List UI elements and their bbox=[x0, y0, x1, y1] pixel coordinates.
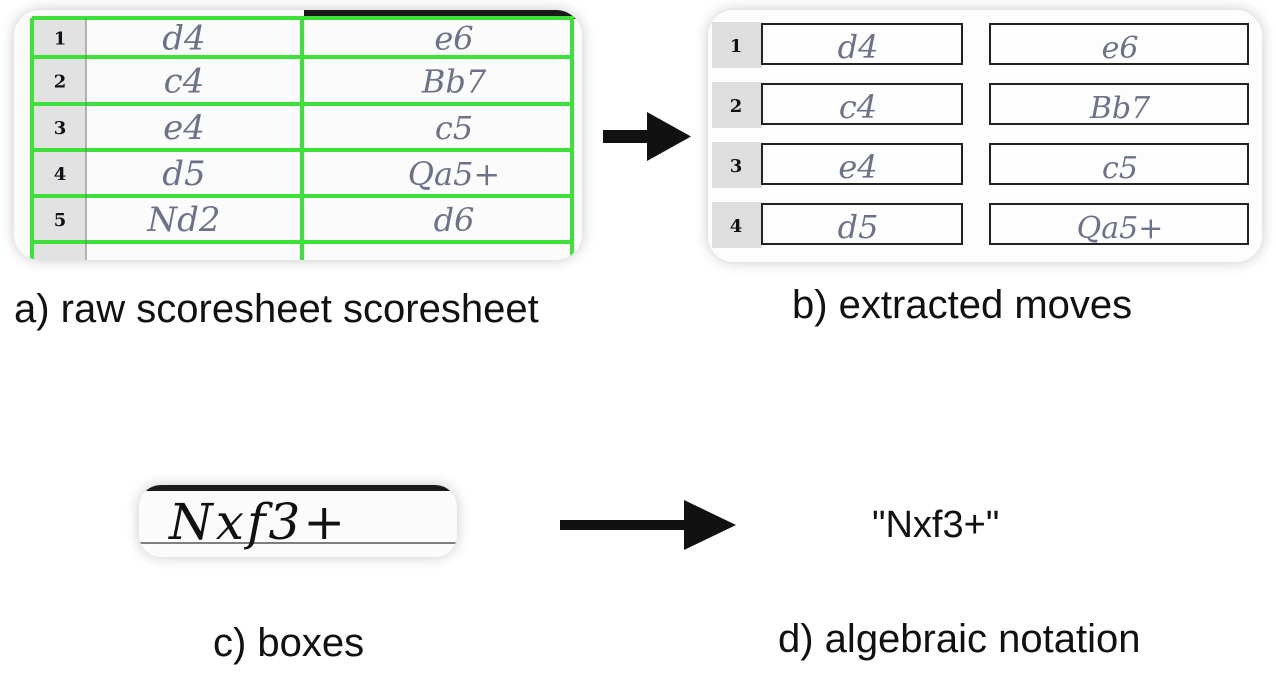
black-move: c5 bbox=[435, 109, 473, 147]
row-number: 3 bbox=[54, 118, 67, 139]
handwritten-move: Nxf3+ bbox=[168, 493, 348, 551]
row-number: 5 bbox=[54, 210, 67, 231]
white-move: e4 bbox=[838, 148, 877, 186]
black-move-box bbox=[989, 23, 1249, 65]
black-move: Bb7 bbox=[1089, 91, 1151, 126]
caption-extracted-moves: b) extracted moves bbox=[792, 283, 1133, 327]
black-move: d6 bbox=[434, 201, 475, 239]
row-number: 3 bbox=[730, 156, 743, 177]
row-number: 1 bbox=[54, 29, 67, 50]
white-move-box bbox=[761, 203, 963, 245]
black-move: Bb7 bbox=[421, 63, 487, 101]
raw-scoresheet-image: 1 d4 e6 2 c4 Bb7 3 e4 c5 4 d5 Qa5+ 5 Nd2 d6 bbox=[14, 10, 582, 260]
algebraic-notation-output: "Nxf3+" bbox=[872, 504, 1000, 546]
white-move-box bbox=[761, 23, 963, 65]
row-number: 4 bbox=[730, 216, 743, 237]
white-move: d5 bbox=[162, 154, 205, 194]
extracted-moves-image: 1 d4 e6 2 c4 Bb7 3 e4 c5 4 d5 Qa5+ bbox=[708, 10, 1262, 262]
black-move-box bbox=[989, 83, 1249, 125]
black-move-box bbox=[989, 203, 1249, 245]
white-move-box bbox=[761, 83, 963, 125]
white-move: Nd2 bbox=[146, 200, 220, 240]
move-box-image: Nxf3+ bbox=[139, 485, 457, 557]
arrow-c-to-d bbox=[560, 498, 738, 557]
white-move: c4 bbox=[839, 88, 877, 126]
row-number: 4 bbox=[54, 164, 67, 185]
row-number-cell bbox=[712, 202, 762, 248]
white-move: d5 bbox=[838, 208, 879, 246]
white-move-box bbox=[761, 143, 963, 185]
white-move: d4 bbox=[162, 19, 205, 59]
row-number: 1 bbox=[730, 36, 743, 57]
caption-boxes: c) boxes bbox=[213, 621, 365, 665]
black-move: e6 bbox=[1102, 31, 1139, 66]
row-number: 2 bbox=[54, 72, 67, 93]
caption-algebraic-notation: d) algebraic notation bbox=[778, 617, 1141, 661]
black-move-box bbox=[989, 143, 1249, 185]
black-move: e6 bbox=[434, 20, 473, 58]
row-number-cell bbox=[712, 142, 762, 188]
black-move: Qa5+ bbox=[1077, 211, 1164, 246]
caption-raw-scoresheet: a) raw scoresheet scoresheet bbox=[14, 287, 539, 331]
black-move: c5 bbox=[1102, 151, 1138, 186]
white-move: d4 bbox=[838, 28, 879, 66]
arrow-a-to-b bbox=[603, 112, 693, 167]
white-move: e4 bbox=[163, 108, 205, 148]
black-move: Qa5+ bbox=[408, 155, 500, 193]
row-number-cell bbox=[712, 82, 762, 128]
row-number: 2 bbox=[730, 96, 743, 117]
white-move: c4 bbox=[164, 62, 205, 102]
row-number-cell bbox=[712, 22, 762, 68]
